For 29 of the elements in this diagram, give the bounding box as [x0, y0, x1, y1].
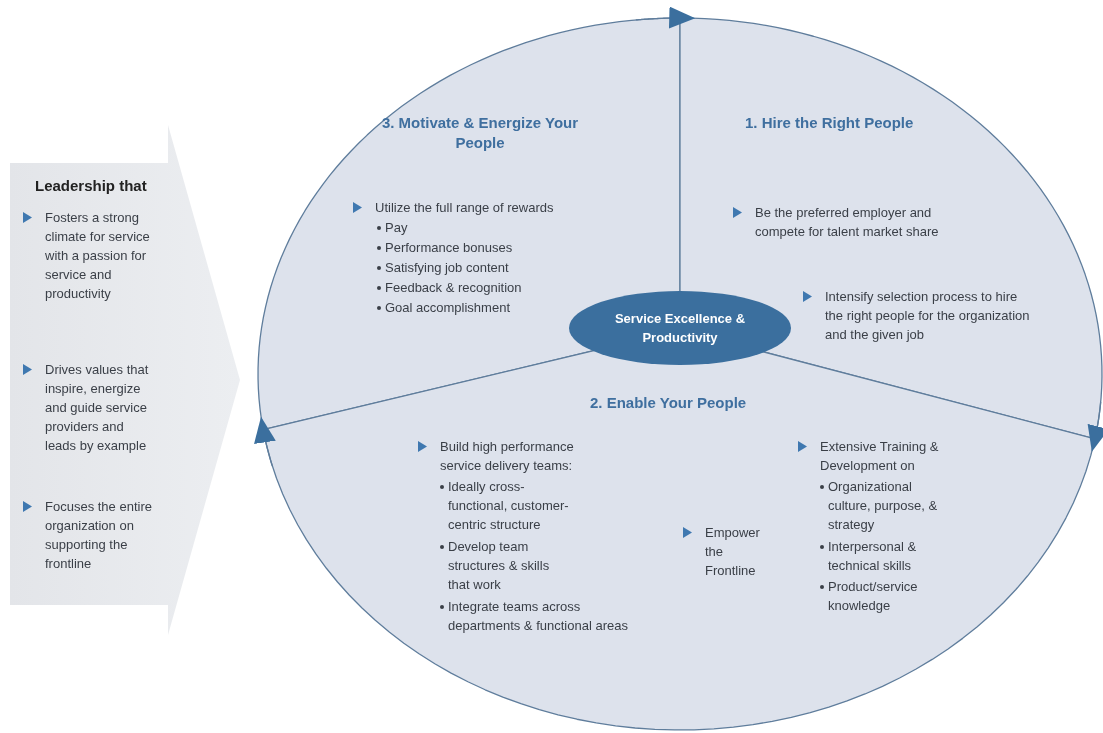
bullet-text: Drives values that inspire, energize and guide service providers and leads by example	[45, 361, 150, 455]
cycle-arrow	[635, 6, 696, 29]
bullet-text: Empower the Frontline	[705, 524, 761, 580]
panel-heading: Leadership that	[35, 176, 148, 195]
sub-bullet-text: Interpersonal & technical skills	[828, 538, 918, 575]
bullet-text: Utilize the full range of rewards	[375, 199, 555, 217]
cycle-arrow	[254, 416, 276, 467]
bullet-text: Focuses the entire organization on supporting the frontline	[45, 498, 153, 573]
sub-bullet-text: Goal accomplishment	[385, 299, 511, 317]
sub-bullet-text: Performance bonuses	[385, 239, 514, 257]
section-heading: 3. Motivate & Energize Your People	[380, 113, 580, 153]
bullet-text: Extensive Training & Development on	[820, 438, 940, 475]
bullet-text: Fosters a strong climate for service with a passion for service and productivity	[45, 209, 151, 303]
section-heading: 1. Hire the Right People	[745, 113, 915, 133]
sub-bullet-text: Satisfying job content	[385, 259, 510, 277]
center-ellipse	[568, 290, 792, 366]
center-label: Service Excellence & Productivity	[613, 310, 747, 347]
sub-bullet-text: Organizational culture, purpose, & strategy	[828, 478, 939, 534]
bullet-text: Intensify selection process to hire the right people for the organization and the given job	[825, 288, 1031, 344]
sub-bullet-text: Ideally cross-functional, customer-centric structure	[448, 478, 570, 534]
sub-bullet-text: Integrate teams across departments & functional areas	[448, 598, 629, 635]
cycle-arrow	[1087, 401, 1103, 452]
bullet-text: Be the preferred employer and compete for talent market share	[755, 204, 940, 241]
sub-bullet-text: Pay	[385, 219, 409, 237]
section-heading: 2. Enable Your People	[590, 393, 748, 413]
bullet-text: Build high performance service delivery teams:	[440, 438, 575, 475]
sub-bullet-text: Develop team structures & skills that work	[448, 538, 551, 594]
sub-bullet-text: Product/service knowledge	[828, 578, 919, 615]
sub-bullet-text: Feedback & recognition	[385, 279, 523, 297]
